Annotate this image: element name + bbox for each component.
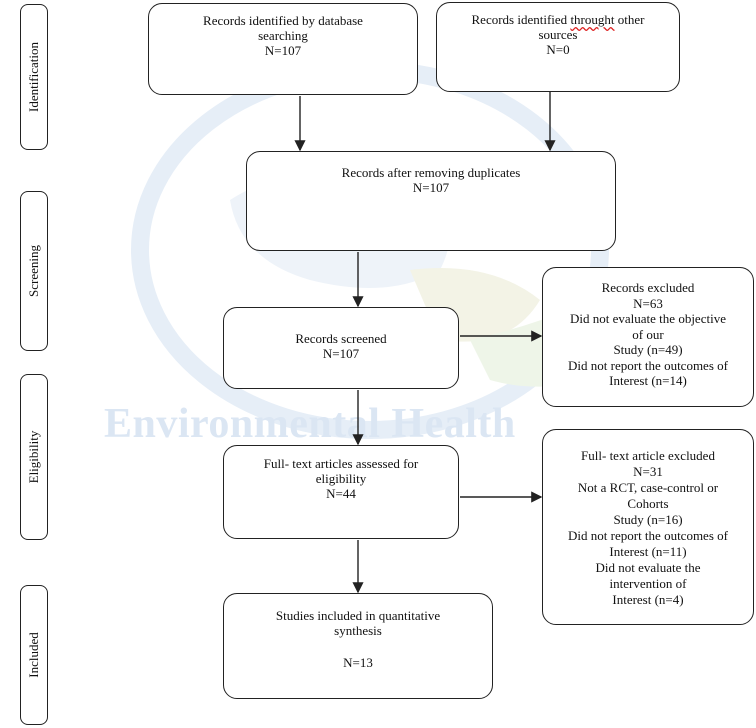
other-sources-count: N=0 [546,42,570,57]
included-line2: synthesis [334,623,382,638]
records-excluded-line6: Did not report the outcomes of [568,357,728,373]
stage-identification: Identification [20,4,48,150]
other-sources-line2: sources [538,27,578,42]
after-duplicates-line1: Records after removing duplicates [341,165,521,180]
included-count: N=13 [343,655,373,670]
fulltext-excluded-line5: Study (n=16) [613,512,683,527]
box-database-search: Records identified by database searching… [148,3,418,95]
box-records-screened: Records screened N=107 [223,307,459,389]
watermark-text: Environmental Health [104,401,516,447]
fulltext-excluded-line4: Cohorts [627,496,669,511]
box-after-duplicates: Records after removing duplicates N=107 [246,151,616,251]
fulltext-excluded-line6: Did not report the outcomes of [568,528,728,543]
fulltext-excluded-line8: Did not evaluate the [595,560,701,575]
db-search-line1: Records identified by database [203,13,363,28]
stage-included: Included [20,585,48,725]
after-duplicates-count: N=107 [412,180,450,195]
records-screened-count: N=107 [322,346,360,361]
records-excluded-line1: Records excluded [601,280,695,295]
fulltext-line1: Full- text articles assessed for [263,456,419,471]
records-excluded-line5: Study (n=49) [613,342,683,357]
box-studies-included: Studies included in quantitative synthes… [223,593,493,699]
records-excluded-line7: Interest (n=14) [609,373,687,388]
fulltext-excluded-line7: Interest (n=11) [609,544,687,559]
stage-screening: Screening [20,191,48,351]
records-screened-line1: Records screened [295,331,387,346]
box-other-sources: Records identified throught other source… [436,2,680,92]
db-search-count: N=107 [264,43,302,58]
stage-screening-label: Screening [26,245,41,297]
records-excluded-count: N=63 [633,295,663,311]
fulltext-excluded-line9: intervention of [609,576,687,591]
stage-included-label: Included [26,632,41,678]
fulltext-excluded-count: N=31 [633,464,663,479]
fulltext-excluded-line10: Interest (n=4) [612,592,684,607]
fulltext-line2: eligibility [315,471,367,486]
stage-eligibility: Eligibility [20,374,48,540]
included-line1: Studies included in quantitative [275,608,441,623]
box-fulltext-assessed: Full- text articles assessed for eligibi… [223,445,459,539]
fulltext-count: N=44 [326,486,356,501]
stage-eligibility-label: Eligibility [26,430,41,484]
other-sources-line1: Records identified throught other [471,12,645,27]
db-search-line2: searching [258,28,308,43]
box-fulltext-excluded: Full- text article excluded N=31 Not a R… [542,429,754,625]
stage-identification-label: Identification [26,41,41,113]
fulltext-excluded-line3: Not a RCT, case-control or [577,480,719,495]
records-excluded-line4: of our [632,326,664,342]
records-excluded-line3: Did not evaluate the objective [570,311,726,326]
box-records-excluded: Records excluded N=63 Did not evaluate t… [542,267,754,407]
fulltext-excluded-line1: Full- text article excluded [581,448,715,463]
